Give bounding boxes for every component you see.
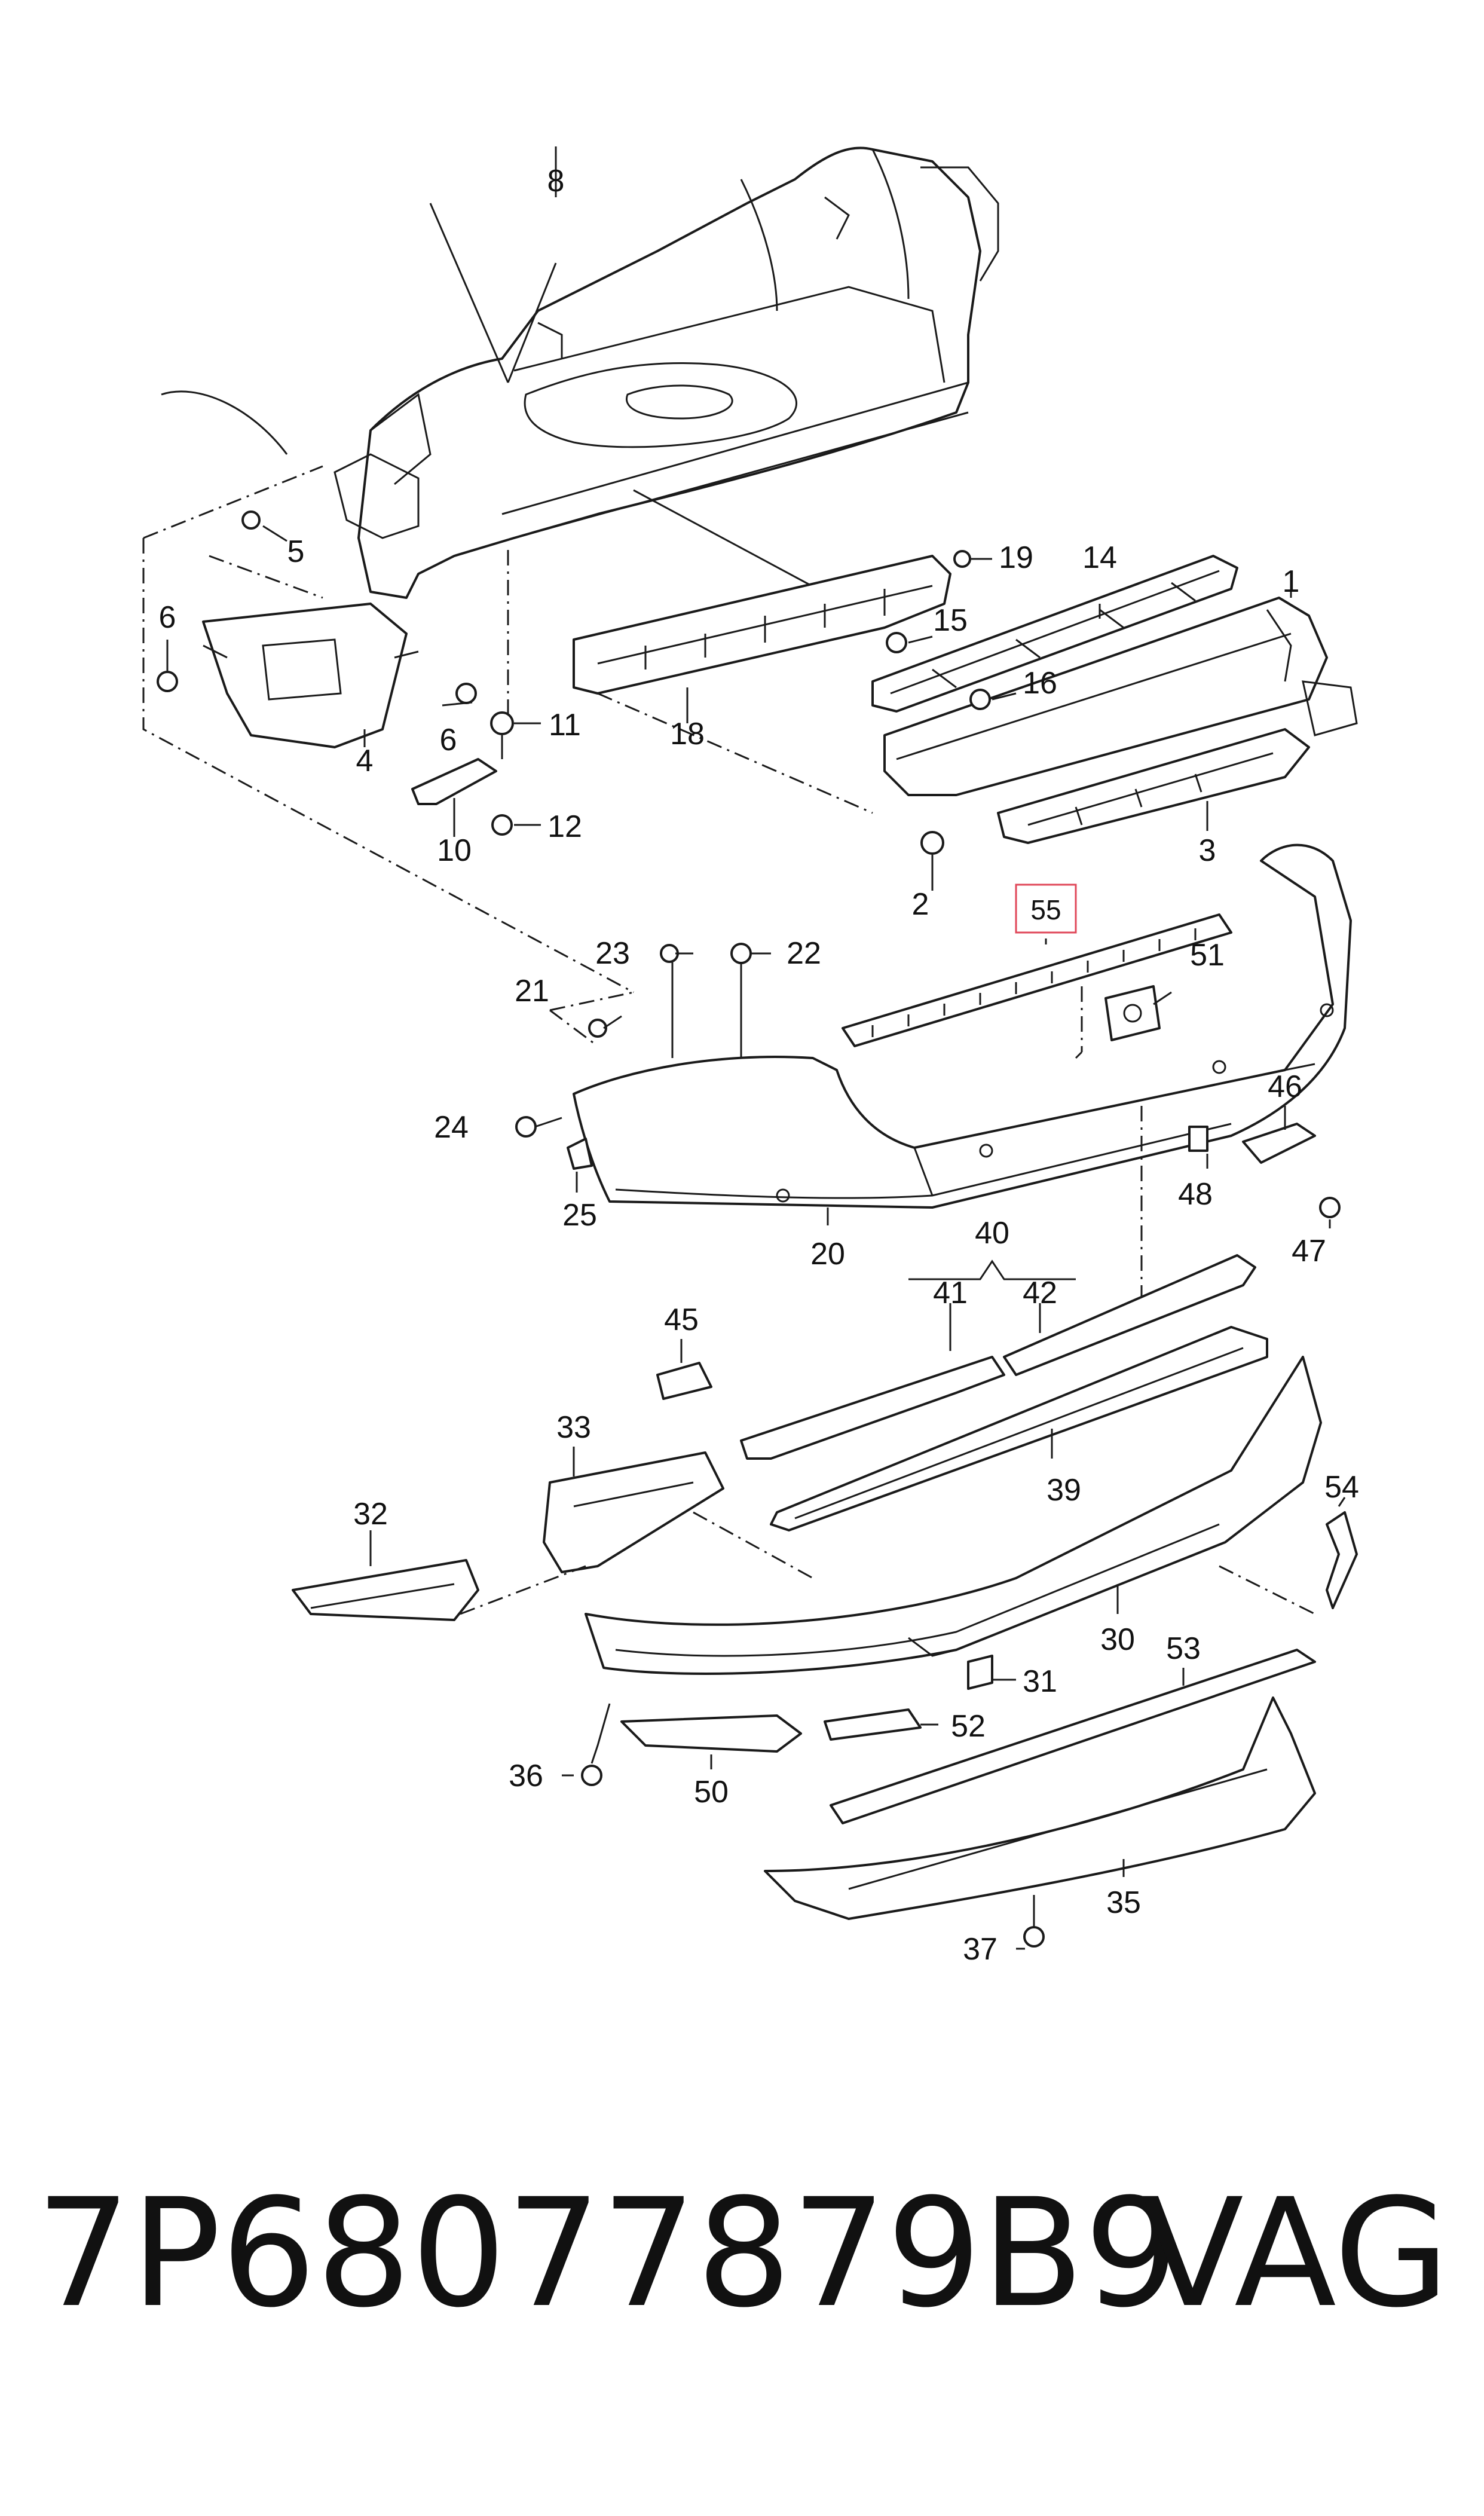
part-41-bracket-left: [740, 1356, 1005, 1460]
part-51-plate: [1104, 985, 1161, 1041]
callout: 35: [1106, 1885, 1141, 1920]
callout: 16: [1023, 666, 1057, 701]
callout: 21: [515, 974, 549, 1008]
callout: 25: [562, 1198, 597, 1233]
callout: 53: [1166, 1631, 1201, 1666]
part-54-reflector: [1326, 1511, 1358, 1609]
callout: 36: [509, 1759, 543, 1793]
footer: 7P68077879B9 VAG: [36, 2164, 1458, 2343]
callout: 22: [787, 936, 821, 971]
part-20-bumper-cover: [573, 843, 1352, 1209]
callout: 51: [1190, 938, 1225, 973]
callout: 39: [1047, 1473, 1081, 1508]
part-50-lamp: [620, 1714, 802, 1753]
part-3-energy-absorber: [997, 728, 1310, 844]
callout: 2: [912, 887, 929, 922]
callout: 15: [933, 603, 968, 638]
part-14-grille: [871, 555, 1238, 713]
callout: 33: [556, 1410, 591, 1445]
callout: 24: [434, 1110, 469, 1145]
part-30-lower-bumper: [585, 1356, 1322, 1675]
callout: 32: [353, 1497, 388, 1531]
callout: 46: [1268, 1069, 1302, 1104]
callout-labels: 1 2 3 4 5 6 6 8 10 11 12 14 15 16 18 19 …: [159, 164, 1359, 1967]
callout: 14: [1082, 540, 1117, 575]
callout: 54: [1324, 1470, 1359, 1505]
rear-body-shell: [161, 146, 999, 599]
part-33-side-bracket: [543, 1451, 724, 1573]
callout: 18: [670, 717, 705, 751]
callout: 4: [356, 744, 374, 778]
part-10-clip-bracket: [411, 758, 497, 805]
callout-55-highlight: 55: [1015, 883, 1077, 934]
callout: 52: [951, 1709, 986, 1744]
part-4-bracket: [202, 603, 419, 748]
callout: 8: [547, 164, 565, 198]
part-53-lower-trim: [830, 1649, 1316, 1824]
callout: 23: [595, 936, 630, 971]
callout: 19: [999, 540, 1033, 575]
part-45-clip: [656, 1362, 712, 1400]
callout: 6: [440, 723, 457, 757]
part-55-trim-strip: [842, 913, 1232, 1047]
part-number: 7P68077879B9: [36, 2166, 1179, 2340]
highlight-box: [1015, 883, 1077, 934]
callout: 30: [1100, 1622, 1135, 1657]
callout: 12: [547, 809, 582, 844]
callout: 45: [664, 1303, 699, 1337]
fasteners-upper: [157, 510, 991, 885]
callout: 5: [287, 534, 305, 569]
callout: 37: [963, 1932, 998, 1967]
callout: 48: [1178, 1177, 1213, 1212]
callout: 3: [1199, 833, 1216, 868]
callout: 10: [437, 833, 472, 868]
part-1-bumper-carrier: [883, 597, 1358, 796]
callout: 47: [1292, 1234, 1326, 1268]
callout: 11: [549, 708, 581, 742]
callout: 42: [1023, 1276, 1057, 1310]
callout: 1: [1283, 564, 1300, 599]
part-32-end-piece: [292, 1559, 479, 1621]
callout: 41: [933, 1276, 968, 1310]
callout: 50: [694, 1775, 729, 1809]
part-46-bracket: [1188, 1123, 1341, 1218]
callout: 40: [975, 1216, 1009, 1251]
part-18-crossmember: [573, 555, 951, 695]
fasteners-middle: [515, 943, 752, 1170]
part-35-diffuser: [764, 1696, 1316, 1920]
part-39-carrier-bar: [770, 1326, 1268, 1531]
callout: 20: [810, 1237, 845, 1271]
callout: 31: [1023, 1664, 1057, 1699]
part-52-lamp: [824, 1708, 922, 1741]
part-42-bracket-right: [1003, 1254, 1256, 1376]
highlighted-callout: 55: [1030, 894, 1061, 925]
callout: 6: [159, 600, 176, 635]
brand-label: VAG: [1142, 2166, 1450, 2340]
